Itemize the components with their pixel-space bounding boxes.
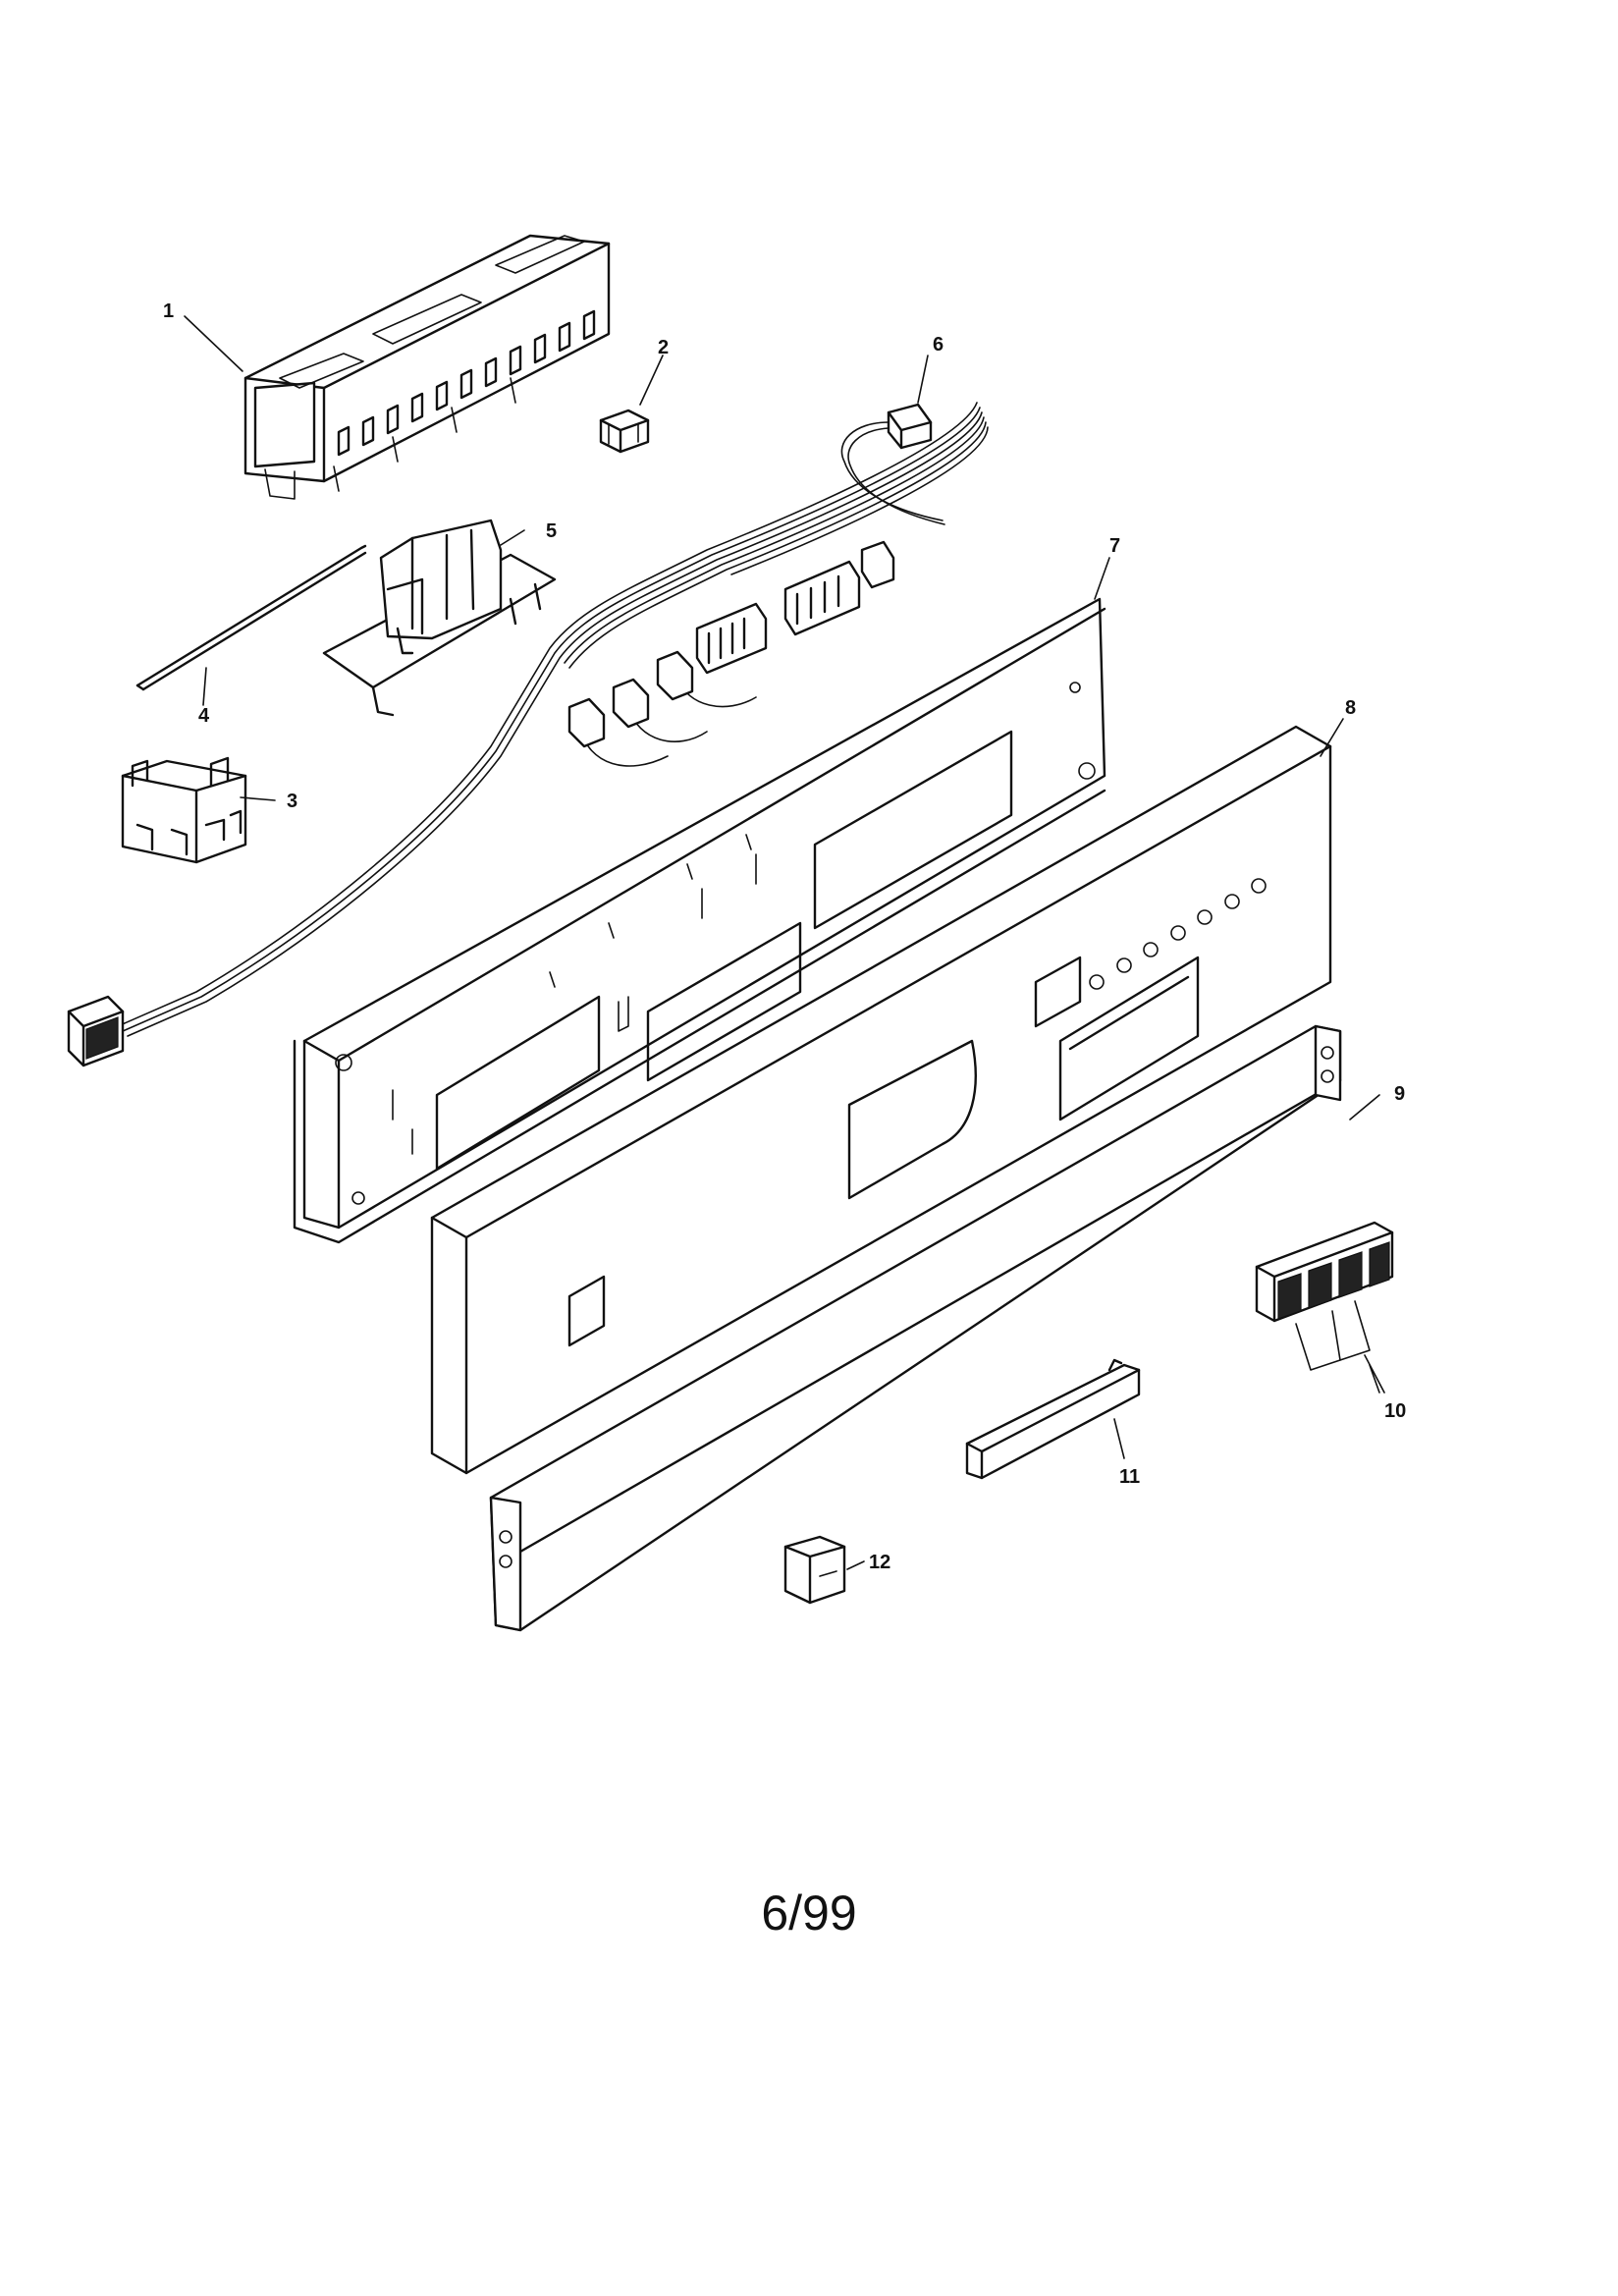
callout-labels: 1 2 3 4 5 6 7 8 9 10 11 12	[163, 301, 1406, 1573]
leader-lines	[184, 315, 1380, 1570]
callout-10: 10	[1384, 1400, 1406, 1422]
part-5-bracket	[322, 519, 557, 717]
callout-1: 1	[163, 301, 174, 322]
part-12-knob	[783, 1535, 846, 1605]
callout-2: 2	[658, 337, 669, 358]
callout-8: 8	[1345, 697, 1356, 719]
callout-11: 11	[1119, 1466, 1140, 1488]
part-2-clip	[599, 409, 650, 454]
part-7-inner-frame	[293, 597, 1106, 1244]
part-6-harness-connector	[840, 403, 945, 525]
part-11-strip	[965, 1358, 1141, 1480]
callout-4: 4	[198, 705, 210, 727]
part-1-control-module	[243, 234, 611, 500]
wiring-harness	[67, 402, 989, 1067]
part-9-trim-strip	[489, 1024, 1342, 1632]
part-4-rod	[135, 544, 367, 691]
callout-7: 7	[1109, 535, 1120, 557]
callout-12: 12	[869, 1552, 890, 1573]
part-10-button-set	[1255, 1221, 1394, 1394]
part-3-switch	[121, 756, 247, 864]
callout-5: 5	[546, 520, 557, 542]
callout-3: 3	[287, 791, 297, 812]
callout-9: 9	[1394, 1083, 1405, 1105]
callout-6: 6	[933, 334, 944, 355]
revision-date: 6/99	[761, 1886, 856, 1941]
